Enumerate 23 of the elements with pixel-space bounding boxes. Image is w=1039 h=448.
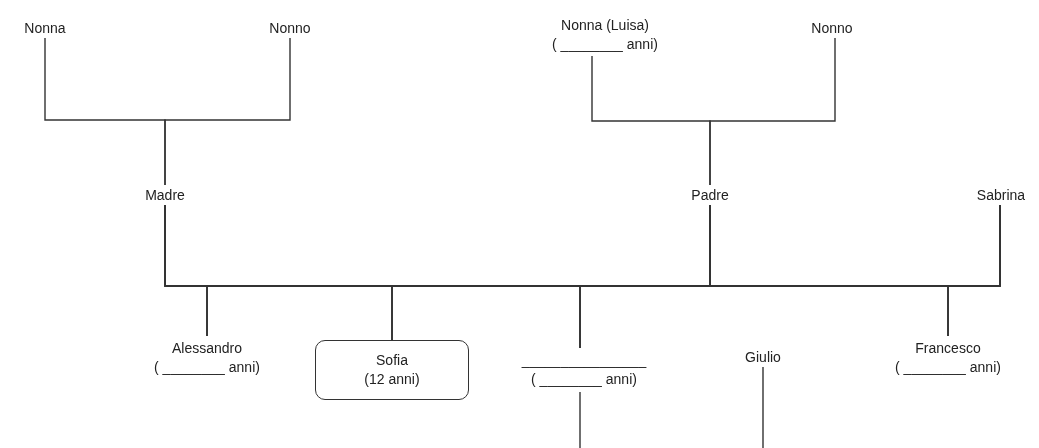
name-label: Nonno <box>256 18 324 38</box>
age-label: ( ________ anni) <box>531 370 637 389</box>
age-label: ( ________ anni) <box>552 35 658 54</box>
name-label: Nonna (Luisa) <box>561 16 649 35</box>
age-label: (12 anni) <box>364 370 420 389</box>
name-label: Nonna <box>12 18 78 38</box>
connector-line <box>709 37 836 186</box>
connector-line <box>762 366 764 448</box>
name-label: Padre <box>680 185 740 205</box>
name-label: Alessandro <box>171 339 242 358</box>
name-label: ________________ <box>521 351 647 370</box>
name-label: Francesco <box>915 339 981 358</box>
name-label: Sofia <box>376 351 408 370</box>
connector-line <box>164 37 291 186</box>
name-label: Giulio <box>735 347 791 367</box>
age-label: ( ________ anni) <box>154 358 260 377</box>
name-label: Nonno <box>798 18 866 38</box>
name-label: Sabrina <box>966 185 1036 205</box>
person-box <box>315 340 469 400</box>
connector-line <box>947 204 1001 337</box>
connector-line <box>579 391 581 448</box>
name-label: Madre <box>133 185 197 205</box>
age-label: ( ________ anni) <box>895 358 1001 377</box>
